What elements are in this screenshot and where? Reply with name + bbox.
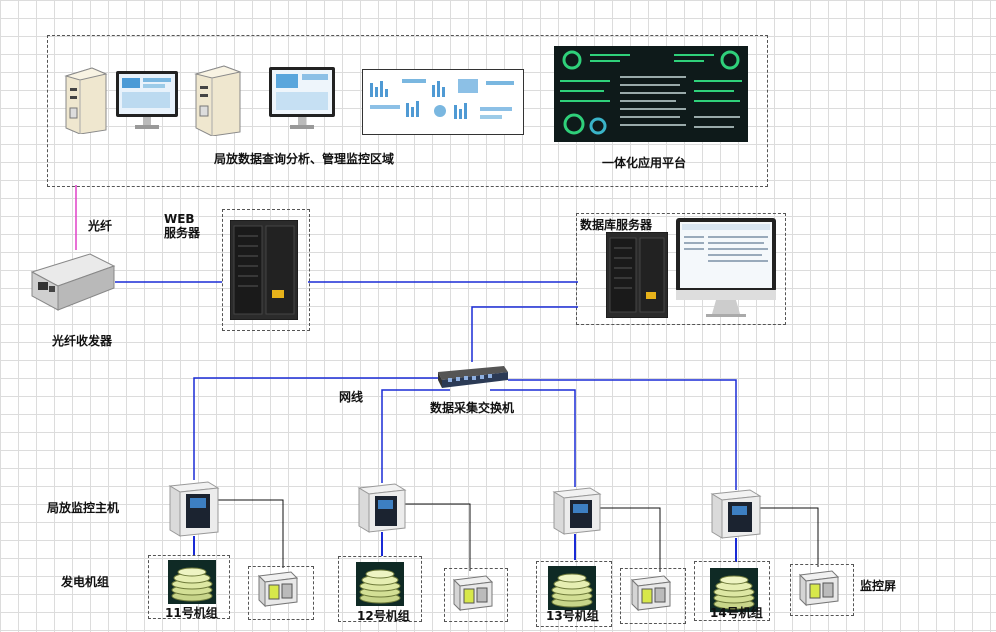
monitor-host-icon: [552, 487, 602, 535]
unit-11-label: 11号机组: [165, 606, 218, 620]
switch-to-host14-line: [508, 379, 737, 490]
network-switch-icon: [438, 366, 508, 388]
server-rack-icon: [230, 220, 298, 320]
monitor-screen-label: 监控屏: [860, 579, 897, 593]
switch-to-host12-line: [381, 389, 450, 483]
switch-label: 数据采集交换机: [430, 401, 515, 415]
host14-to-screen-line: [760, 507, 819, 567]
query-area-box: [47, 35, 768, 187]
unit-13-label: 13号机组: [546, 609, 599, 623]
fiber-label: 光纤: [88, 219, 113, 233]
host13-to-screen-line: [598, 507, 661, 572]
imac-icon: [676, 218, 776, 317]
web-server-label: WEB 服务器: [164, 212, 201, 240]
monitor-host-icon: [357, 483, 407, 533]
generator-coins-icon: [168, 560, 216, 604]
unit-12-label: 12号机组: [357, 609, 410, 623]
generator-label: 发电机组: [61, 575, 110, 589]
platform-label: 一体化应用平台: [602, 156, 687, 170]
pc-tower-icon: [64, 67, 108, 134]
screen-12-box: [444, 568, 508, 622]
generator-coins-icon: [356, 562, 404, 606]
monitor-screen-icon: [257, 571, 299, 608]
generator-coins-icon: [548, 566, 596, 610]
db-server-box: [576, 213, 786, 325]
monitor-screen-icon: [630, 575, 672, 612]
network-cable-label: 网线: [339, 390, 364, 404]
dashboard-icon: [554, 46, 748, 142]
transceiver-label: 光纤收发器: [52, 334, 113, 348]
monitor-host-icon: [168, 481, 220, 537]
generator-13-box: [536, 561, 612, 627]
switch-to-db-line: [471, 306, 578, 362]
screen-11-box: [248, 566, 314, 620]
screen-13-box: [620, 568, 686, 624]
dashboard-icon: [362, 69, 524, 135]
unit-14-label: 14号机组: [710, 606, 763, 620]
switch-to-host13-line: [490, 389, 576, 487]
web-server-box: [222, 209, 310, 331]
screen-14-box: [790, 564, 854, 616]
monitor-icon: [116, 71, 178, 129]
monitor-host-label: 局放监控主机: [47, 501, 120, 515]
generator-coins-icon: [710, 568, 758, 612]
pc-tower-icon: [194, 65, 242, 136]
generator-11-box: [148, 555, 230, 619]
host11-to-screen-line: [218, 499, 284, 568]
monitor-screen-icon: [452, 575, 494, 612]
generator-12-box: [338, 556, 422, 622]
host12-to-screen-line: [404, 503, 471, 571]
monitor-icon: [269, 67, 335, 129]
monitor-screen-icon: [798, 570, 840, 607]
query-area-label: 局放数据查询分析、管理监控区域: [214, 152, 395, 166]
switch-to-host11-line: [193, 377, 438, 480]
generator-14-box: [694, 561, 770, 621]
fiber-transceiver-icon: [30, 253, 116, 311]
server-rack-icon: [606, 232, 668, 318]
db-server-label: 数据库服务器: [580, 218, 653, 232]
monitor-host-icon: [710, 489, 762, 539]
